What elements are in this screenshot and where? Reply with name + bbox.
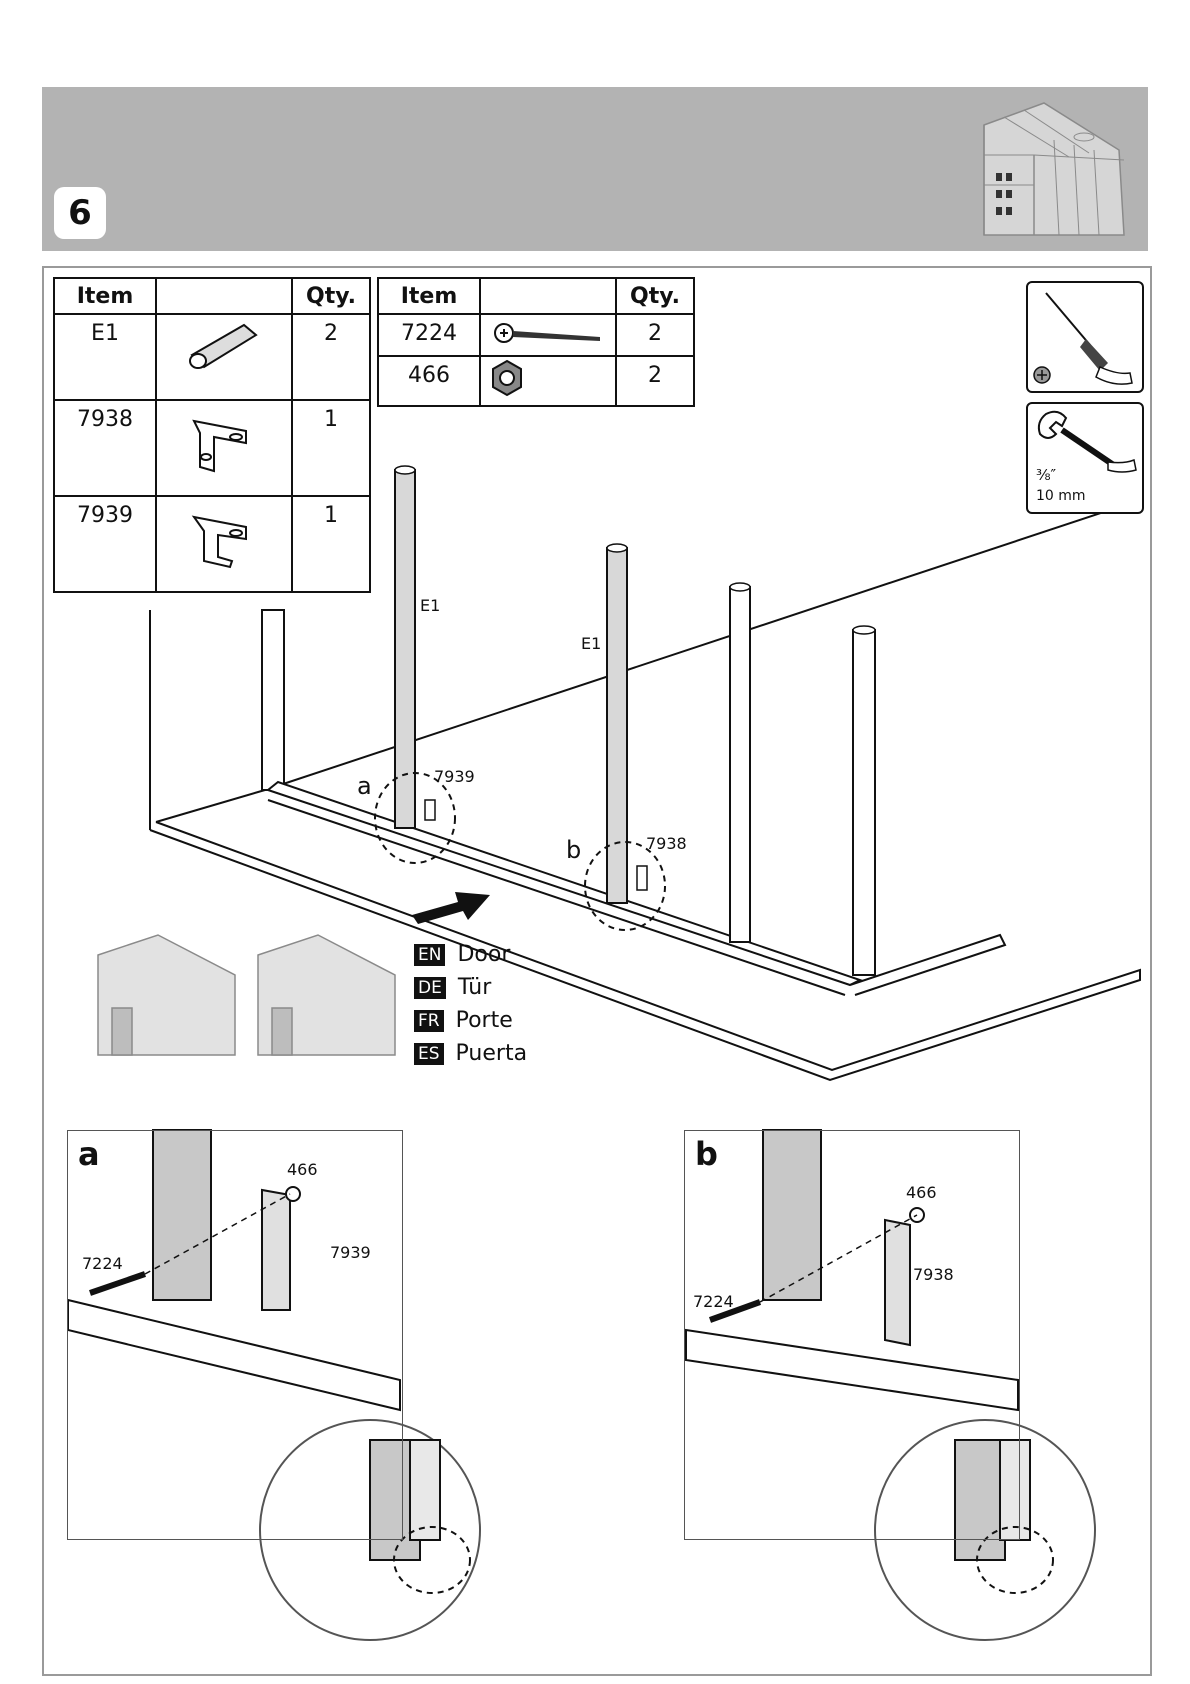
tool-wrench-box: ⅜″ 10 mm xyxy=(1026,402,1144,514)
upright-e1-right xyxy=(607,544,627,903)
language-code: ES xyxy=(414,1043,444,1065)
detail-b-label-466: 466 xyxy=(906,1183,937,1202)
item-qty: 1 xyxy=(292,400,370,496)
legend-row-fr: FR Porte xyxy=(414,1008,513,1033)
language-code: DE xyxy=(414,977,446,999)
column-header-image xyxy=(156,278,292,314)
legend-word: Porte xyxy=(456,1008,513,1033)
item-code: 7939 xyxy=(54,496,156,592)
label-e1-left: E1 xyxy=(420,596,440,615)
callout-label-b: b xyxy=(566,836,581,864)
nut-icon xyxy=(480,356,616,406)
bracket-7938-mark xyxy=(637,866,647,890)
legend-word: Tür xyxy=(458,975,491,1000)
detail-letter-b: b xyxy=(695,1135,718,1173)
door-direction-arrow xyxy=(412,892,490,924)
legend-word: Door xyxy=(457,942,510,967)
column-header-qty: Qty. xyxy=(292,278,370,314)
callout-label-a: a xyxy=(357,772,372,800)
item-code: 466 xyxy=(378,356,480,406)
tool-screwdriver-box xyxy=(1026,281,1144,393)
bracket-7938-icon xyxy=(156,400,292,496)
detail-b-label-7938: 7938 xyxy=(913,1265,954,1284)
column-header-image xyxy=(480,278,616,314)
column-header-item: Item xyxy=(54,278,156,314)
detail-a-label-7939: 7939 xyxy=(330,1243,371,1262)
upright-corner xyxy=(853,626,875,975)
legend-row-de: DE Tür xyxy=(414,975,491,1000)
language-code: FR xyxy=(414,1010,444,1032)
item-code: 7224 xyxy=(378,314,480,356)
wrench-size-imperial: ⅜″ xyxy=(1036,466,1056,484)
door-location-thumbnail-right xyxy=(258,935,395,1055)
table-row: 466 2 xyxy=(378,356,694,406)
item-qty: 2 xyxy=(616,314,694,356)
detail-panel-b: b xyxy=(684,1130,1020,1540)
label-e1-right: E1 xyxy=(581,634,601,653)
wrench-icon xyxy=(1028,404,1142,474)
legend-row-es: ES Puerta xyxy=(414,1041,527,1066)
language-code: EN xyxy=(414,944,445,966)
item-qty: 2 xyxy=(292,314,370,400)
back-corner-post xyxy=(262,610,284,790)
detail-panel-a: a xyxy=(67,1130,403,1540)
label-7939: 7939 xyxy=(434,767,475,786)
label-7938: 7938 xyxy=(646,834,687,853)
item-code: 7938 xyxy=(54,400,156,496)
detail-a-label-466: 466 xyxy=(287,1160,318,1179)
door-location-thumbnail-left xyxy=(98,935,235,1055)
detail-letter-a: a xyxy=(78,1135,100,1173)
upright-3 xyxy=(730,583,750,942)
item-code: E1 xyxy=(54,314,156,400)
legend-word: Puerta xyxy=(456,1041,528,1066)
item-qty: 1 xyxy=(292,496,370,592)
bracket-7939-mark xyxy=(425,800,435,820)
table-row: 7939 1 xyxy=(54,496,370,592)
wrench-size-metric: 10 mm xyxy=(1036,488,1086,504)
legend-row-en: EN Door xyxy=(414,942,510,967)
item-qty: 2 xyxy=(616,356,694,406)
column-header-qty: Qty. xyxy=(616,278,694,314)
column-header-item: Item xyxy=(378,278,480,314)
phillips-screwdriver-icon xyxy=(1028,283,1142,391)
table-row: E1 2 xyxy=(54,314,370,400)
parts-table-2: Item Qty. 7224 2 466 2 xyxy=(377,277,695,407)
table-row: 7224 2 xyxy=(378,314,694,356)
bracket-7939-icon xyxy=(156,496,292,592)
screw-icon xyxy=(480,314,616,356)
detail-b-label-7224: 7224 xyxy=(693,1292,734,1311)
profile-icon xyxy=(156,314,292,400)
table-row: 7938 1 xyxy=(54,400,370,496)
detail-a-label-7224: 7224 xyxy=(82,1254,123,1273)
parts-table-1: Item Qty. E1 2 7938 1 7939 1 xyxy=(53,277,371,593)
